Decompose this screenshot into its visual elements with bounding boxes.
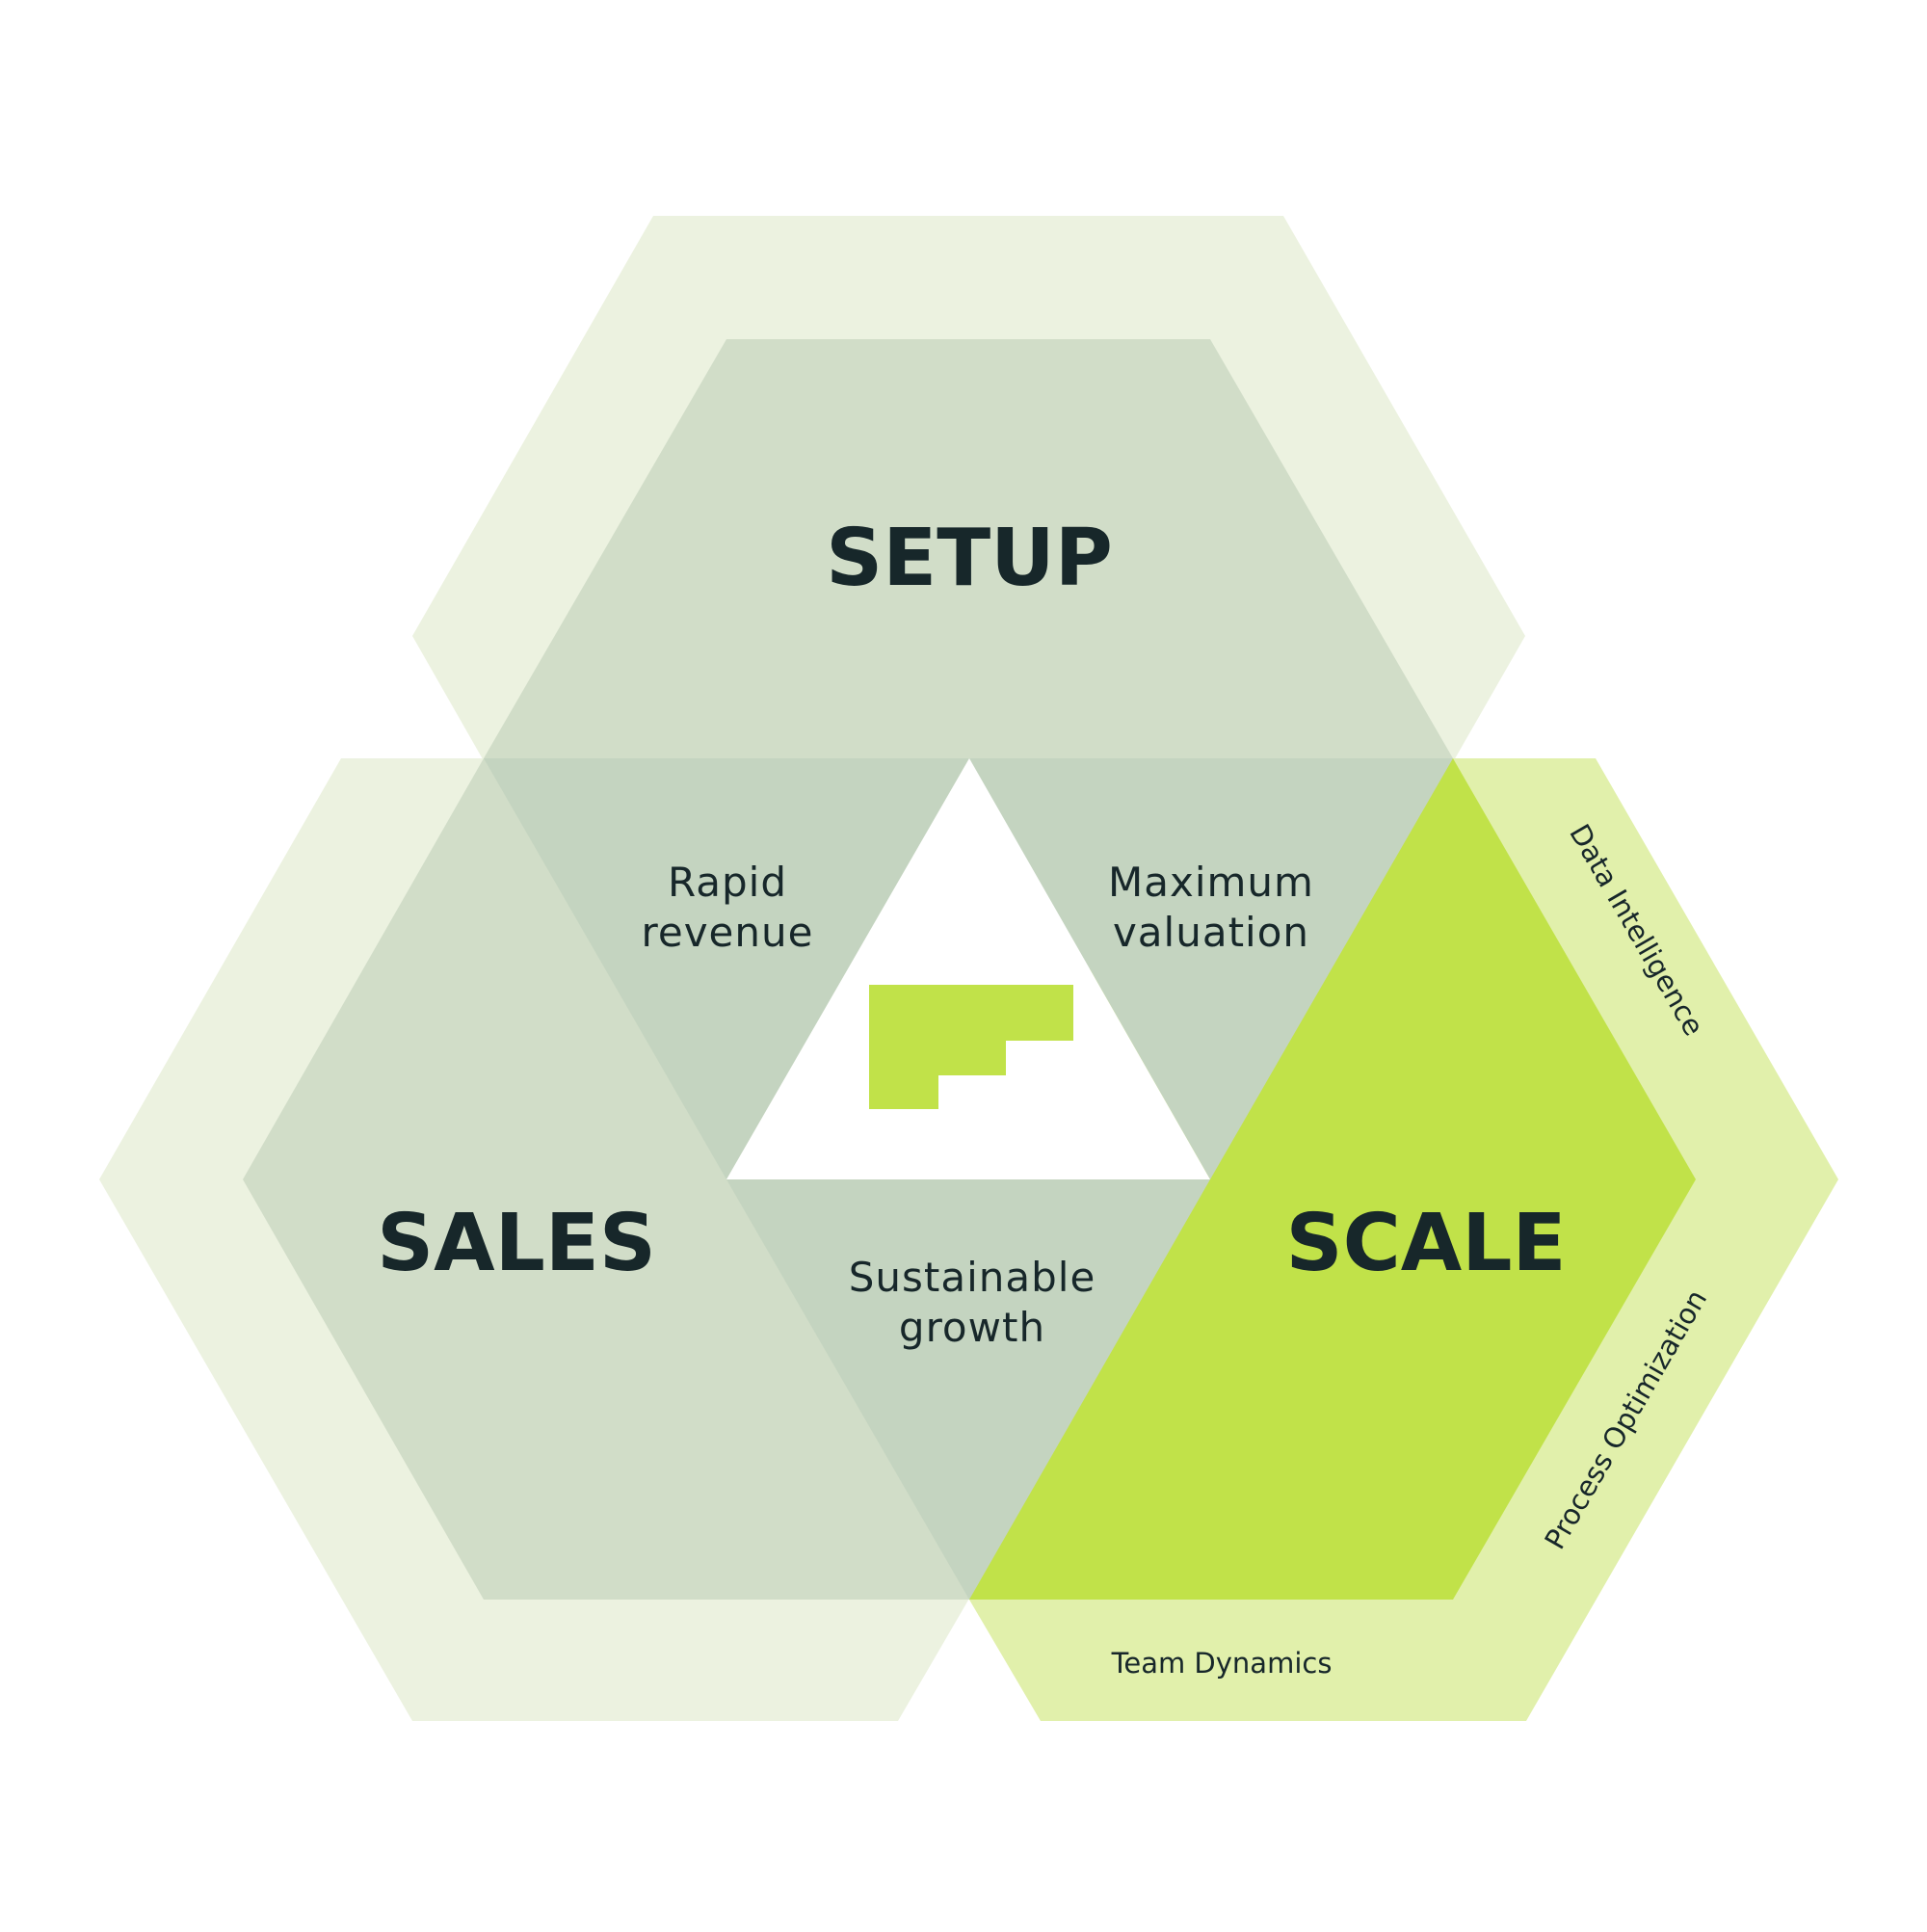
maximum-valuation-line1: Maximum: [1108, 859, 1314, 906]
sustainable-growth-line2: growth: [899, 1304, 1045, 1351]
rapid-revenue-line2: revenue: [642, 909, 814, 956]
team-dynamics-label: Team Dynamics: [1111, 1647, 1333, 1680]
overlap-maximum-valuation: [969, 758, 1453, 1179]
center-triangle: [726, 758, 1210, 1179]
overlap-rapid-revenue: [484, 758, 969, 1179]
sales-heading: SALES: [377, 1198, 656, 1289]
maximum-valuation-line2: valuation: [1113, 909, 1309, 956]
overlap-sustainable-growth: [726, 1179, 1210, 1600]
scale-heading: SCALE: [1286, 1198, 1567, 1289]
sustainable-growth-line1: Sustainable: [849, 1254, 1096, 1301]
setup-heading: SETUP: [826, 513, 1113, 604]
rapid-revenue-line1: Rapid: [668, 859, 787, 906]
stepped-block-logo-icon: [869, 985, 1073, 1109]
